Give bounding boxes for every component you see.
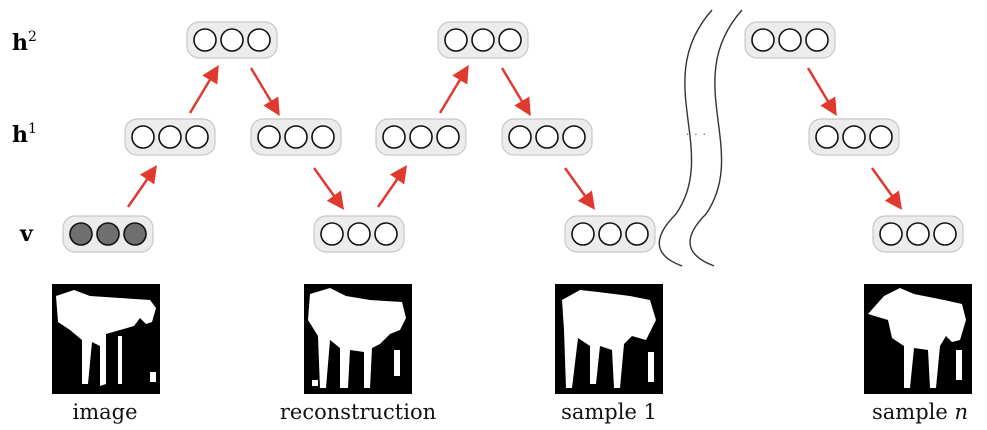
node-unit bbox=[625, 222, 649, 246]
node-unit bbox=[257, 125, 281, 149]
arrow-h1-to-v-2 bbox=[563, 167, 596, 210]
row-label-h1: h1 bbox=[12, 121, 37, 148]
thumbnail-reconstruction bbox=[304, 284, 412, 394]
thumbnail-sample-n bbox=[864, 284, 972, 394]
break-curve-right bbox=[689, 9, 743, 267]
node-unit bbox=[96, 222, 120, 246]
node-group-h1-down-n bbox=[808, 118, 900, 156]
ellipsis: · · · bbox=[686, 130, 707, 141]
arrow-h2-to-h1 bbox=[249, 67, 280, 117]
caption-sample-n-var: n bbox=[954, 400, 969, 424]
arrow-h1-to-h2 bbox=[188, 64, 219, 114]
arrow-v-to-h1 bbox=[126, 165, 157, 208]
node-unit bbox=[508, 125, 532, 149]
arrow-h1-to-v-n bbox=[870, 167, 903, 210]
node-unit bbox=[185, 125, 209, 149]
node-unit bbox=[751, 28, 775, 52]
node-unit bbox=[906, 222, 930, 246]
node-group-v-reconstruction bbox=[313, 215, 405, 253]
node-unit bbox=[571, 222, 595, 246]
node-unit bbox=[158, 125, 182, 149]
node-group-h2-2 bbox=[437, 21, 529, 59]
node-unit bbox=[444, 28, 468, 52]
arrow-h2-to-h1-2 bbox=[500, 67, 531, 117]
node-unit bbox=[842, 125, 866, 149]
node-group-h1-up-1 bbox=[124, 118, 216, 156]
thumbnail-sample-1 bbox=[555, 284, 663, 394]
node-unit bbox=[374, 222, 398, 246]
caption-reconstruction: reconstruction bbox=[279, 400, 437, 424]
node-unit bbox=[382, 125, 406, 149]
break-curve-left bbox=[658, 9, 713, 267]
node-group-v-sample1 bbox=[564, 215, 656, 253]
row-label-v: v bbox=[19, 221, 34, 247]
node-unit bbox=[247, 28, 271, 52]
node-unit bbox=[69, 222, 93, 246]
node-unit bbox=[562, 125, 586, 149]
node-unit bbox=[869, 125, 893, 149]
node-unit bbox=[471, 28, 495, 52]
node-group-h1-up-2 bbox=[375, 118, 467, 156]
node-unit bbox=[123, 222, 147, 246]
arrows bbox=[126, 64, 903, 210]
node-unit bbox=[193, 28, 217, 52]
node-unit bbox=[535, 125, 559, 149]
thumbnail-image bbox=[52, 284, 160, 394]
node-unit bbox=[598, 222, 622, 246]
arrow-v-to-h1-2 bbox=[376, 165, 407, 208]
node-unit bbox=[311, 125, 335, 149]
node-unit bbox=[409, 125, 433, 149]
caption-sample-1: sample 1 bbox=[561, 400, 657, 424]
node-unit bbox=[805, 28, 829, 52]
node-unit bbox=[284, 125, 308, 149]
node-group-h2-1 bbox=[186, 21, 278, 59]
node-group-h1-down-1 bbox=[250, 118, 342, 156]
arrow-h2-to-h1-n bbox=[806, 67, 837, 117]
node-group-v-image bbox=[62, 215, 154, 253]
node-group-h2-n bbox=[744, 21, 836, 59]
row-label-h2: h2 bbox=[12, 29, 37, 56]
node-unit bbox=[879, 222, 903, 246]
caption-sample-n: sample n bbox=[872, 400, 968, 424]
arrow-h1-to-h2-2 bbox=[438, 64, 469, 114]
node-unit bbox=[933, 222, 957, 246]
node-unit bbox=[220, 28, 244, 52]
node-unit bbox=[815, 125, 839, 149]
caption-image: image bbox=[72, 400, 138, 424]
node-unit bbox=[347, 222, 371, 246]
node-group-v-samplen bbox=[872, 215, 964, 253]
node-unit bbox=[498, 28, 522, 52]
node-unit bbox=[131, 125, 155, 149]
arrow-h1-to-v bbox=[312, 167, 345, 210]
caption-sample-n-prefix: sample bbox=[871, 400, 948, 424]
node-unit bbox=[436, 125, 460, 149]
node-group-h1-down-2 bbox=[501, 118, 593, 156]
node-unit bbox=[320, 222, 344, 246]
node-unit bbox=[778, 28, 802, 52]
